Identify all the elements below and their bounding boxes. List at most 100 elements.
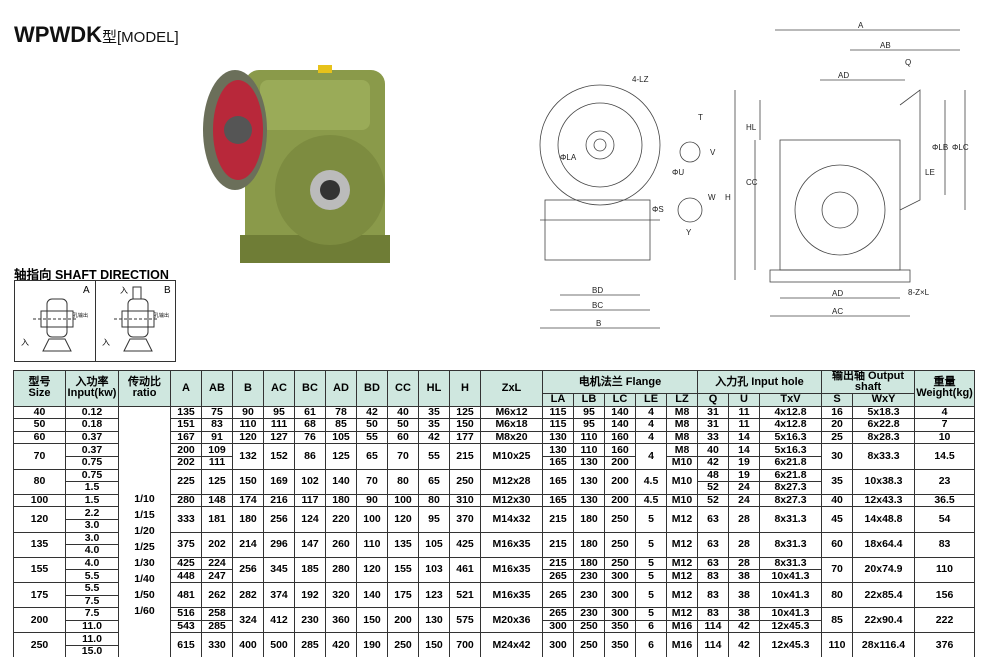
- table-cell: 111: [201, 455, 233, 470]
- table-cell: 86: [294, 443, 326, 470]
- table-cell: 63: [697, 556, 729, 571]
- table-cell: 117: [294, 493, 326, 508]
- dim-cc: CC: [746, 178, 758, 187]
- table-cell: 300: [604, 607, 636, 621]
- table-cell: 165: [542, 493, 574, 508]
- table-cell: M10: [666, 468, 698, 495]
- table-cell: 225: [170, 468, 202, 495]
- table-cell: 42: [697, 455, 729, 470]
- table-cell: 80: [387, 468, 419, 495]
- dim-la: ΦLA: [560, 153, 577, 162]
- table-cell: 202: [201, 531, 233, 558]
- table-cell: 12x45.3: [758, 619, 823, 634]
- table-cell: 125: [449, 405, 481, 420]
- table-cell: 215: [542, 556, 574, 571]
- dim-ac: AC: [832, 307, 843, 316]
- table-cell: 350: [604, 619, 636, 634]
- table-cell: 60: [387, 430, 419, 445]
- dim-hl: HL: [746, 123, 757, 132]
- table-cell: 180: [573, 556, 605, 571]
- table-cell: 28: [728, 556, 760, 571]
- table-cell: 4: [635, 405, 667, 420]
- table-cell: 42: [728, 619, 760, 634]
- table-cell: 28: [728, 506, 760, 533]
- table-cell: 8x31.3: [758, 531, 823, 558]
- table-cell: 35: [418, 405, 450, 420]
- dim-bd: BD: [592, 286, 603, 295]
- table-cell: 148: [201, 493, 233, 508]
- table-cell: 700: [449, 632, 481, 657]
- table-cell: 110: [356, 531, 388, 558]
- table-cell: 247: [201, 569, 233, 583]
- column-header: H: [449, 370, 481, 407]
- table-cell: 70: [13, 443, 66, 470]
- table-cell: 60: [13, 430, 66, 445]
- table-cell: 175: [13, 581, 66, 609]
- table-cell: 360: [325, 607, 357, 634]
- table-cell: 20: [821, 418, 854, 432]
- input-mark-top: 入: [120, 286, 128, 295]
- table-cell: 132: [232, 443, 264, 470]
- table-cell: 76: [294, 430, 326, 445]
- column-header: TxV: [758, 393, 823, 407]
- table-cell: 425: [449, 531, 481, 558]
- table-cell: 192: [294, 581, 326, 609]
- table-cell: M8: [666, 443, 698, 457]
- table-cell: 4x12.8: [758, 418, 823, 432]
- table-cell: 6: [635, 632, 667, 657]
- table-cell: 115: [542, 418, 574, 432]
- table-cell: 285: [201, 619, 233, 634]
- table-cell: 114: [697, 632, 729, 657]
- table-cell: 169: [263, 468, 295, 495]
- table-cell: 375: [170, 531, 202, 558]
- column-header: 入力孔 Input hole: [696, 370, 823, 394]
- table-cell: 135: [170, 405, 202, 420]
- output-mark: 孔输出: [154, 312, 169, 319]
- table-cell: 420: [325, 632, 357, 657]
- table-cell: 14x48.8: [852, 506, 916, 533]
- table-cell: 324: [232, 607, 264, 634]
- table-cell: 1.5: [65, 493, 119, 508]
- table-cell: 5x18.3: [852, 405, 916, 420]
- column-header: LA: [542, 393, 574, 407]
- table-cell: 521: [449, 581, 481, 609]
- table-cell: 11.0: [65, 632, 119, 646]
- table-cell: 125: [201, 468, 233, 495]
- table-cell: 115: [542, 405, 574, 420]
- table-cell: 114: [697, 619, 729, 634]
- table-cell: 63: [697, 531, 729, 558]
- table-cell: 174: [232, 493, 264, 508]
- technical-drawing: A AB Q AD HL CC H ΦLB ΦLC LE 8-Z×L AD AC…: [539, 21, 969, 329]
- table-cell: 177: [449, 430, 481, 445]
- table-cell: 83: [697, 581, 729, 609]
- table-cell: 55: [356, 430, 388, 445]
- table-cell: M6x12: [480, 405, 543, 420]
- table-cell: 200: [13, 607, 66, 634]
- shaft-direction-diagram: A 入 孔输出 B 入 入 孔输出: [14, 280, 176, 362]
- table-cell: 4.5: [635, 468, 667, 495]
- column-header: CC: [387, 370, 419, 407]
- ratio-value: 1/40: [134, 572, 155, 585]
- table-cell: 180: [325, 493, 357, 508]
- table-cell: 61: [294, 405, 326, 420]
- column-header: 输出轴 Output shaft: [821, 370, 916, 394]
- table-cell: 130: [573, 493, 605, 508]
- table-cell: 91: [201, 430, 233, 445]
- table-cell: 38: [728, 581, 760, 609]
- table-cell: 461: [449, 556, 481, 583]
- table-cell: M16: [666, 632, 698, 657]
- table-cell: 130: [542, 443, 574, 457]
- table-cell: 22x85.4: [852, 581, 916, 609]
- dim-t: T: [698, 113, 703, 122]
- table-cell: 125: [325, 443, 357, 470]
- table-cell: 38: [728, 569, 760, 583]
- column-header: WxY: [852, 393, 916, 407]
- table-cell: 90: [356, 493, 388, 508]
